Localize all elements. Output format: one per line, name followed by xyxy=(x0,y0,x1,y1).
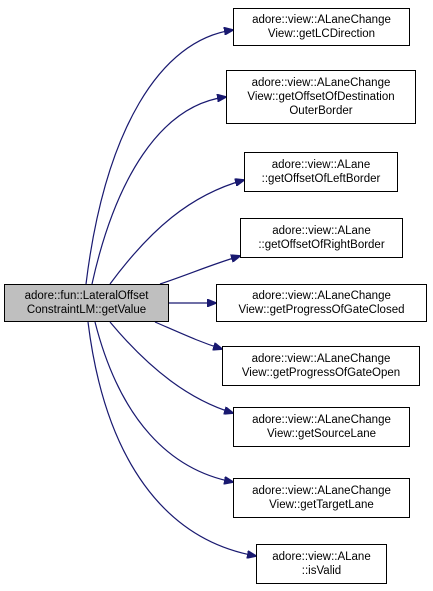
callee-node-get-offset-of-destination-outer-border[interactable]: adore::view::ALaneChange View::getOffset… xyxy=(226,70,416,124)
callee-node-line-2: ::getOffsetOfLeftBorder xyxy=(261,173,381,185)
callee-node-line-1: adore::view::ALaneChange xyxy=(252,485,391,497)
callee-node-get-progress-of-gate-closed[interactable]: adore::view::ALaneChange View::getProgre… xyxy=(216,284,427,322)
callee-node-line-1: adore::view::ALane xyxy=(272,551,371,563)
root-node: adore::fun::LateralOffset ConstraintLM::… xyxy=(4,284,169,322)
callee-node-line-2: ::getOffsetOfRightBorder xyxy=(258,239,385,251)
callee-node-line-2: View::getProgressOfGateClosed xyxy=(238,304,405,316)
callee-node-line-2: View::getSourceLane xyxy=(266,428,377,440)
callee-node-is-valid[interactable]: adore::view::ALane ::isValid xyxy=(256,544,387,584)
callee-node-line-2: View::getOffsetOfDestination xyxy=(247,91,395,103)
callee-node-line-3: OuterBorder xyxy=(289,105,353,117)
callee-node-line-1: adore::view::ALane xyxy=(272,225,371,237)
callee-node-line-1: adore::view::ALaneChange xyxy=(252,414,391,426)
callee-node-get-progress-of-gate-open[interactable]: adore::view::ALaneChange View::getProgre… xyxy=(222,346,420,386)
callee-node-line-2: View::getTargetLane xyxy=(269,499,374,511)
callee-node-get-offset-of-right-border[interactable]: adore::view::ALane ::getOffsetOfRightBor… xyxy=(240,218,403,258)
callee-node-get-offset-of-left-border[interactable]: adore::view::ALane ::getOffsetOfLeftBord… xyxy=(244,152,398,192)
callee-node-line-1: adore::view::ALaneChange xyxy=(252,290,391,302)
root-node-line-1: adore::fun::LateralOffset xyxy=(24,290,149,302)
root-node-line-2: ConstraintLM::getValue xyxy=(26,304,147,316)
callee-node-get-source-lane[interactable]: adore::view::ALaneChange View::getSource… xyxy=(233,407,410,447)
callee-node-line-2: View::getProgressOfGateOpen xyxy=(241,367,401,379)
callee-node-line-2: ::isValid xyxy=(301,565,342,577)
edge-to-get-source-lane xyxy=(109,321,233,413)
edge-to-get-lc-direction xyxy=(85,30,233,285)
edge-to-get-target-lane xyxy=(94,321,233,482)
edge-to-get-offset-of-left-border xyxy=(109,180,244,285)
callee-node-get-lc-direction[interactable]: adore::view::ALaneChange View::getLCDire… xyxy=(233,8,410,46)
edge-to-get-offset-of-right-border xyxy=(159,256,240,285)
edge-to-get-offset-of-destination-outer-border xyxy=(91,97,226,285)
edge-to-is-valid xyxy=(87,321,256,556)
callee-node-line-1: adore::view::ALaneChange xyxy=(252,14,391,26)
callee-node-line-1: adore::view::ALaneChange xyxy=(251,77,391,89)
callee-node-line-1: adore::view::ALane xyxy=(271,159,371,171)
callee-node-line-2: View::getLCDirection xyxy=(267,28,376,40)
callee-node-get-target-lane[interactable]: adore::view::ALaneChange View::getTarget… xyxy=(233,478,410,518)
callee-node-line-1: adore::view::ALaneChange xyxy=(251,353,391,365)
edge-to-get-progress-of-gate-open xyxy=(154,321,222,349)
